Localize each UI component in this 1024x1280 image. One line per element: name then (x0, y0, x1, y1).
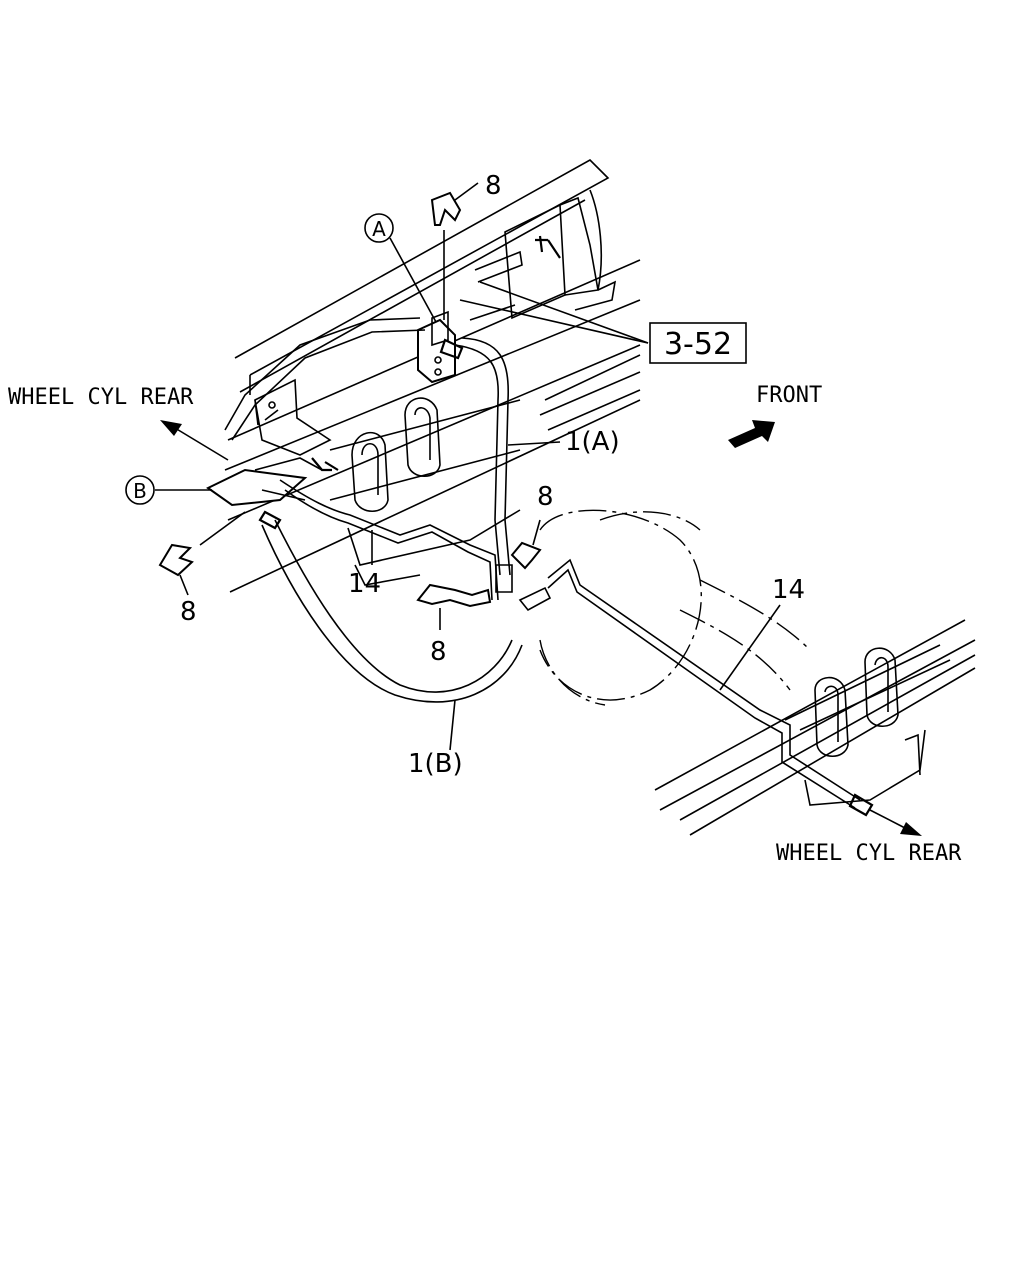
callout-b: B (125, 475, 155, 505)
clip-left (158, 511, 246, 596)
leader-lines (155, 182, 781, 751)
arrow-wheel-cyl-rear-right (869, 809, 922, 836)
brake-pipe-14-left (224, 317, 499, 601)
clip-right (510, 519, 542, 570)
label-wheel-cyl-rear-right: WHEEL CYL REAR (776, 841, 962, 866)
differential-housing (539, 509, 811, 706)
brake-hose-1b (258, 510, 552, 703)
axle-left-section (329, 397, 521, 586)
label-part-14-left: 14 (348, 569, 381, 599)
reference-box: 3-52 (649, 322, 747, 364)
callout-a: A (364, 213, 394, 243)
ref-box-text: 3-52 (664, 327, 732, 362)
brake-pipe-14-right (547, 558, 874, 817)
junction-bracket-left (206, 378, 339, 507)
label-wheel-cyl-rear-left: WHEEL CYL REAR (8, 385, 194, 410)
brake-hose-1a (439, 337, 513, 593)
callout-a-text: A (372, 217, 386, 241)
clip-center (416, 583, 492, 630)
label-part-1b: 1(B) (408, 749, 463, 779)
axle-right-section (654, 619, 976, 836)
label-part-8-right: 8 (537, 482, 554, 512)
hose-bracket-upper (417, 310, 456, 384)
front-arrow-icon (728, 420, 775, 448)
label-part-8-center: 8 (430, 637, 447, 667)
label-part-1a: 1(A) (565, 427, 620, 457)
label-front: FRONT (756, 383, 822, 408)
label-part-8-top: 8 (485, 171, 502, 201)
arrow-wheel-cyl-rear-left (160, 420, 229, 461)
clip-top (430, 191, 462, 320)
callout-b-text: B (133, 479, 147, 503)
label-part-8-left: 8 (180, 597, 197, 627)
label-part-14-right: 14 (772, 575, 805, 605)
